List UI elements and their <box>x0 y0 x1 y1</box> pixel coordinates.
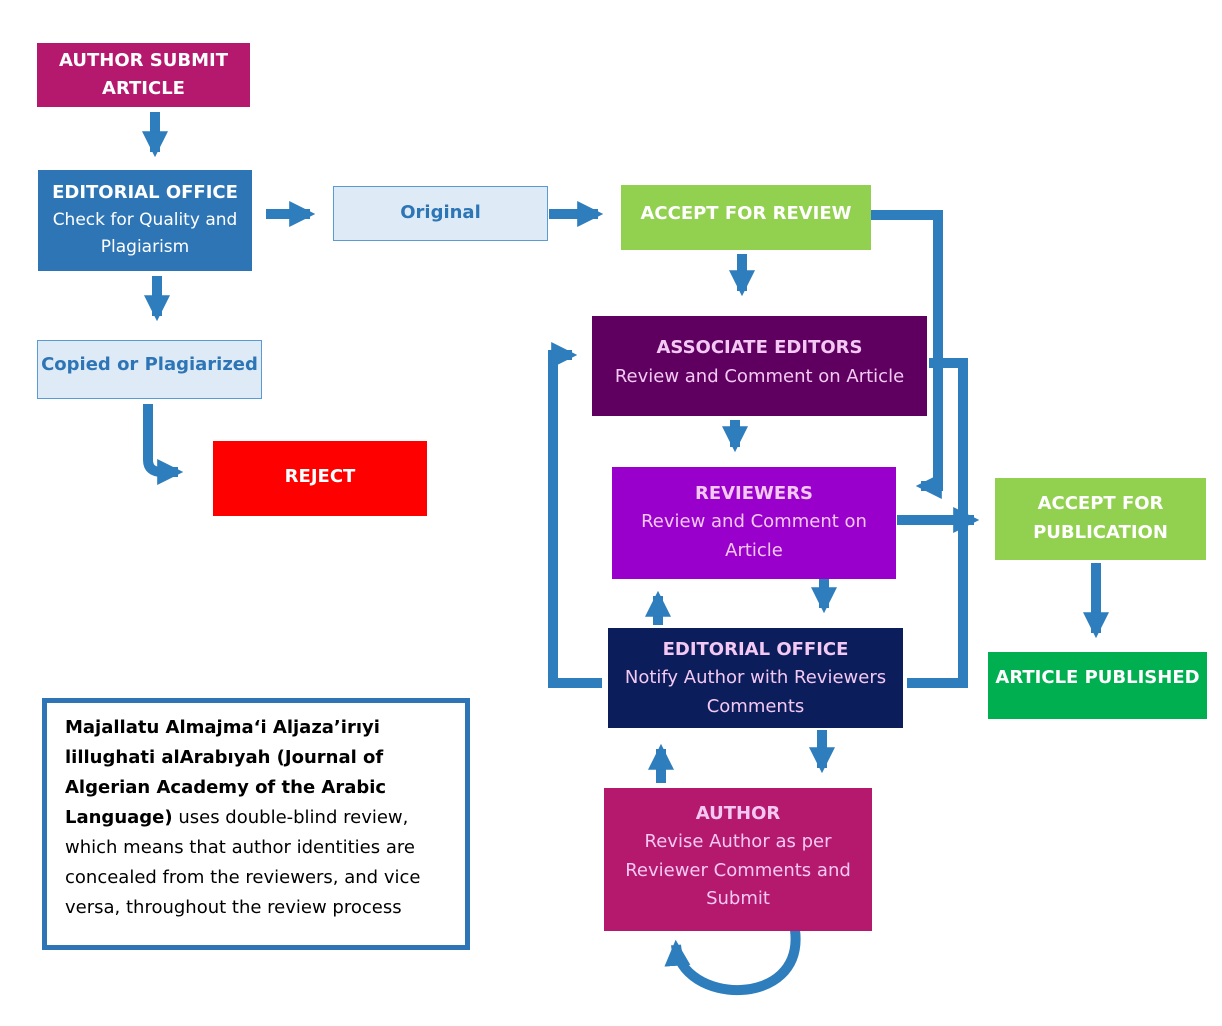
reject-label: REJECT <box>284 466 356 487</box>
copied-box: Copied or Plagiarized <box>37 340 262 399</box>
editorial-office-check-subtitle: Check for Quality and Plagiarism <box>52 210 238 258</box>
copied-label: Copied or Plagiarized <box>41 354 258 375</box>
loop-arrow-author <box>664 929 801 996</box>
reviewers-title: REVIEWERS <box>694 483 814 504</box>
author-submit-box: AUTHOR SUBMIT ARTICLE <box>37 43 250 107</box>
author-box: AUTHOR Revise Author as per Reviewer Com… <box>604 788 872 931</box>
accept-publication-box: ACCEPT FOR PUBLICATION <box>995 478 1206 560</box>
article-published-label: ARTICLE PUBLISHED <box>995 667 1200 688</box>
reviewers-subtitle: Review and Comment on Article <box>641 510 867 561</box>
editorial-office-check-box: EDITORIAL OFFICE Check for Quality and P… <box>38 170 252 271</box>
line-editorial-to-associate-right <box>907 358 968 688</box>
accept-review-box: ACCEPT FOR REVIEW <box>621 185 871 250</box>
editorial-office-check-title: EDITORIAL OFFICE <box>52 182 238 204</box>
reviewers-box: REVIEWERS Review and Comment on Article <box>612 467 896 579</box>
accept-publication-label: ACCEPT FOR PUBLICATION <box>1033 493 1168 543</box>
reject-box: REJECT <box>213 441 427 516</box>
associate-editors-subtitle: Review and Comment on Article <box>614 365 905 387</box>
author-submit-label: AUTHOR SUBMIT ARTICLE <box>59 50 228 99</box>
arrow-editorial-to-associate <box>548 342 602 688</box>
original-box: Original <box>333 186 548 241</box>
author-title: AUTHOR <box>695 803 781 824</box>
editorial-office-notify-box: EDITORIAL OFFICE Notify Author with Revi… <box>608 628 903 728</box>
accept-review-label: ACCEPT FOR REVIEW <box>640 203 852 224</box>
arrow-accept-to-reviewers <box>871 210 943 499</box>
editorial-office-notify-subtitle: Notify Author with Reviewers Comments <box>624 666 887 717</box>
associate-editors-title: ASSOCIATE EDITORS <box>656 337 863 358</box>
editorial-office-notify-title: EDITORIAL OFFICE <box>662 639 849 660</box>
author-subtitle: Revise Author as per Reviewer Comments a… <box>625 830 851 910</box>
journal-name: Majallatu Almajma‘i Aljazaʼirıyi lillugh… <box>65 717 387 828</box>
arrow-copied-to-reject <box>143 404 184 485</box>
associate-editors-box: ASSOCIATE EDITORS Review and Comment on … <box>592 316 927 416</box>
review-policy-note: Majallatu Almajma‘i Aljazaʼirıyi lillugh… <box>42 698 470 950</box>
original-label: Original <box>400 202 481 223</box>
review-policy-text: uses double-blind review, which means th… <box>65 807 421 918</box>
article-published-box: ARTICLE PUBLISHED <box>988 652 1207 719</box>
